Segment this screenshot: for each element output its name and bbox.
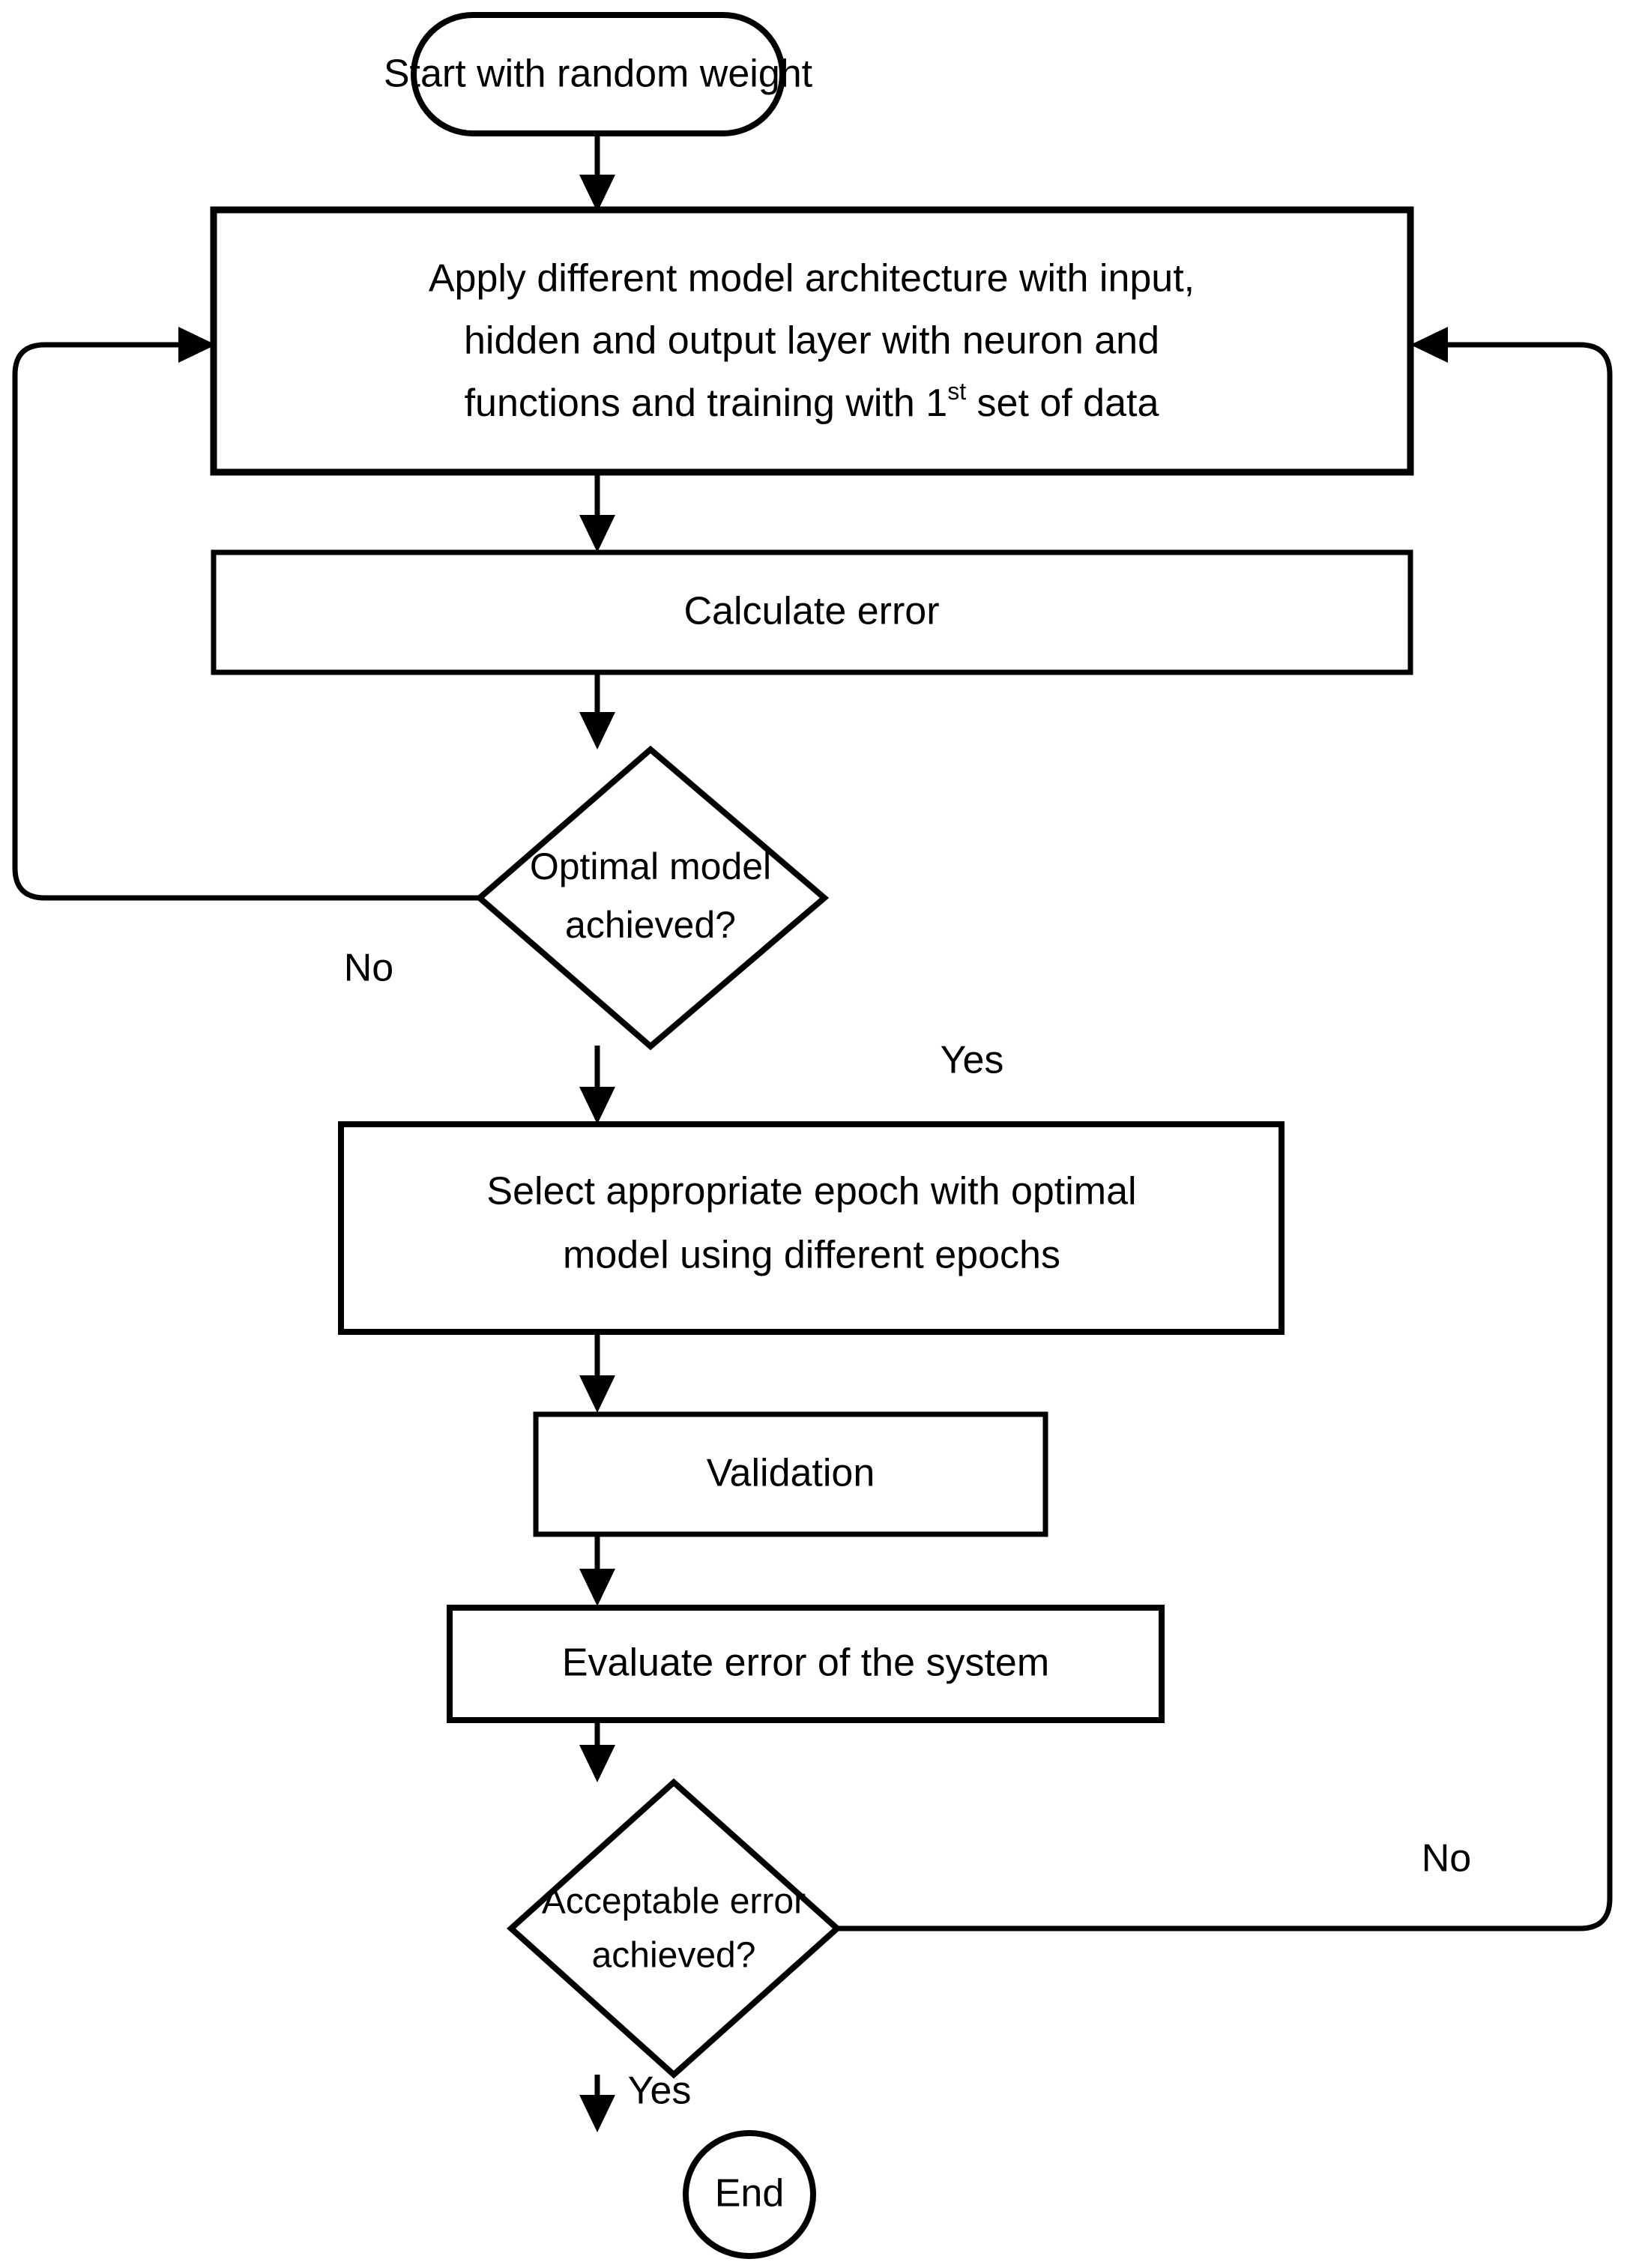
edge-calculate-to-optimal [579,672,615,750]
node-end[interactable]: End [683,2130,816,2259]
arrow-head-down-icon [579,712,615,750]
node-validation[interactable]: Validation [533,1411,1048,1537]
arrow-head-down-icon [579,1375,615,1413]
arrow-head-right-icon [178,327,216,363]
calculate-error-label: Calculate error [683,590,939,633]
validation-shape [533,1411,1048,1537]
edge-labels-layer: No Yes No Yes [344,947,1471,2113]
node-select-epoch[interactable]: Select appropriate epoch with optimal mo… [338,1121,1285,1335]
edge-acceptable-no-loop [837,327,1613,1931]
end-terminator-shape [683,2130,816,2259]
apply-model-line1: Apply different model architecture with … [429,257,1195,301]
edge-start-to-apply [579,133,615,212]
edge-label-optimal-yes: Yes [941,1039,1004,1082]
validation-label: Validation [707,1452,875,1495]
edge-validation-to-evaluate [579,1534,615,1606]
node-start[interactable]: Start with random weight [384,12,813,136]
select-epoch-line1: Select appropriate epoch with optimal [486,1170,1136,1213]
edge-label-acceptable-no: No [1422,1837,1471,1881]
apply-model-line3-superscript: st [947,378,966,405]
node-evaluate-error[interactable]: Evaluate error of the system [447,1605,1165,1723]
node-acceptable-decision[interactable]: Acceptable error achieved? [507,1778,842,2079]
calculate-error-shape [211,549,1413,675]
edge-label-acceptable-yes: Yes [628,2069,692,2113]
connectors-layer [12,133,1613,2132]
optimal-decision-line2: achieved? [565,904,736,946]
edge-acceptable-yes [579,2075,615,2132]
edge-optimal-no-loop [12,327,480,901]
start-terminator-shape [411,12,785,136]
node-optimal-decision[interactable]: Optimal model achieved? [474,745,830,1051]
edge-select-to-validation [579,1332,615,1413]
apply-model-line2: hidden and output layer with neuron and [464,319,1159,363]
edge-apply-to-calculate [579,472,615,552]
acceptable-decision-line1: Acceptable error [542,1882,806,1922]
node-calculate-error[interactable]: Calculate error [211,549,1413,675]
arrow-head-down-icon [579,1087,615,1124]
arrow-head-down-icon [579,1745,615,1782]
edge-optimal-yes [579,1046,615,1124]
arrow-head-down-icon [579,1569,615,1606]
edge-label-optimal-no: No [344,947,393,990]
node-apply-model[interactable]: Apply different model architecture with … [210,206,1414,476]
arrow-head-down-icon [579,515,615,552]
evaluate-error-label: Evaluate error of the system [562,1641,1049,1685]
optimal-decision-shape [474,745,830,1051]
apply-model-line3: functions and training with 1st set of d… [465,378,1159,424]
start-label: Start with random weight [384,52,813,96]
arrow-head-down-icon [579,2095,615,2132]
select-epoch-line2: model using different epochs [563,1234,1060,1277]
evaluate-error-shape [447,1605,1165,1723]
select-epoch-shape [338,1121,1285,1335]
arrow-head-left-icon [1410,327,1448,363]
apply-model-line3-a: functions and training with 1 [465,381,948,425]
edge-evaluate-to-acceptable [579,1720,615,1782]
apply-model-line3-b: set of data [966,381,1159,425]
arrow-head-down-icon [579,175,615,212]
apply-model-shape [210,206,1414,476]
acceptable-decision-line2: achieved? [592,1936,756,1976]
acceptable-decision-shape [507,1778,842,2079]
optimal-decision-line1: Optimal model [530,845,771,887]
end-label: End [715,2172,785,2216]
